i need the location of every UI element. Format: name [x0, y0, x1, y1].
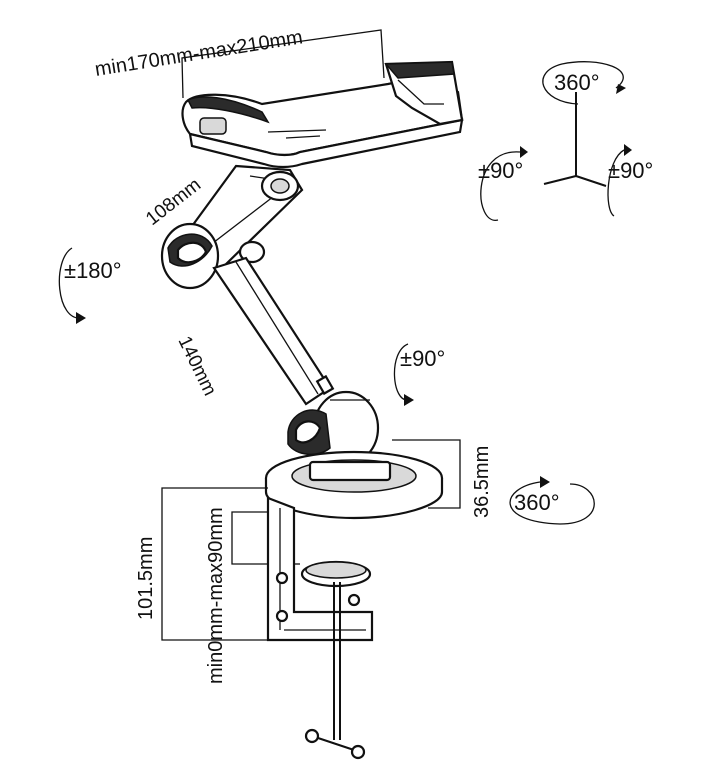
lower-arm-lock: [315, 374, 335, 396]
t-handle-end-right: [350, 744, 366, 760]
rotation-arrow-left-head: [520, 146, 528, 158]
rotation-arrow-lower-joint-head: [404, 394, 414, 406]
rotation-arrows: [58, 61, 632, 525]
base-socket: [308, 460, 392, 482]
holder-tray-edge: [188, 118, 464, 169]
lower-arm-edge: [235, 261, 319, 395]
rotation-arrow-top: [542, 61, 624, 105]
t-handle-end-left: [304, 728, 320, 744]
rotation-lower-joint-label: ±90°: [400, 346, 445, 371]
rotation-arrow-top-head: [616, 84, 626, 94]
clamp-pad-top: [305, 561, 367, 579]
rotation-top-label: 360°: [554, 70, 600, 95]
rotation-left-label: ±90°: [478, 158, 523, 183]
clamp-screw-right: [347, 593, 361, 607]
rotation-arrow-elbow: [58, 247, 83, 319]
left-grip-slot: [199, 117, 227, 135]
left-grip: [186, 96, 270, 124]
rotation-elbow-label: ±180°: [64, 258, 122, 283]
rotation-arrow-right: [607, 149, 625, 217]
right-grip-detail: [397, 79, 444, 105]
rotation-arrow-elbow-head: [76, 312, 86, 324]
upper-arm: [160, 164, 304, 290]
lower-arm-length-label: 140mm: [174, 333, 221, 399]
lower-arm-body: [212, 256, 332, 406]
rotation-base-label: 360°: [514, 490, 560, 515]
clamp-assembly: [161, 439, 461, 760]
rotation-right-label: ±90°: [608, 158, 653, 183]
clamp-opening-dimension-line: [231, 511, 268, 565]
right-grip-pad: [384, 61, 455, 79]
collar-height-label: 36.5mm: [471, 446, 493, 518]
width-dimension-line: [181, 29, 385, 99]
elbow-joint-cap: [176, 241, 208, 264]
rotation-arrow-base: [509, 481, 595, 525]
clamp-opening-label: min0mm-max90mm: [205, 507, 227, 684]
rotation-arrow-right-head: [624, 144, 632, 156]
clamp-screw-lower: [275, 609, 289, 623]
rotation-arrow-lower-joint: [393, 343, 409, 401]
clamp-screw-upper: [275, 571, 289, 585]
tray-grooves: [267, 129, 327, 139]
tablet-holder: [181, 29, 464, 169]
axis-left: [543, 175, 577, 185]
clamp-height-label: 101.5mm: [135, 537, 157, 620]
rotation-arrow-base-head: [540, 476, 550, 488]
axis-right: [575, 175, 607, 187]
width-range-label: min170mm-max210mm: [93, 26, 304, 81]
clamp-height-dimension-line: [161, 487, 268, 641]
rotation-arrow-left: [480, 151, 521, 221]
clamp-body-edge: [279, 508, 366, 631]
top-joint-core: [270, 178, 290, 194]
collar-dimension-line: [392, 439, 461, 509]
lower-joint-cap: [294, 420, 322, 444]
lower-arm: [212, 256, 380, 466]
